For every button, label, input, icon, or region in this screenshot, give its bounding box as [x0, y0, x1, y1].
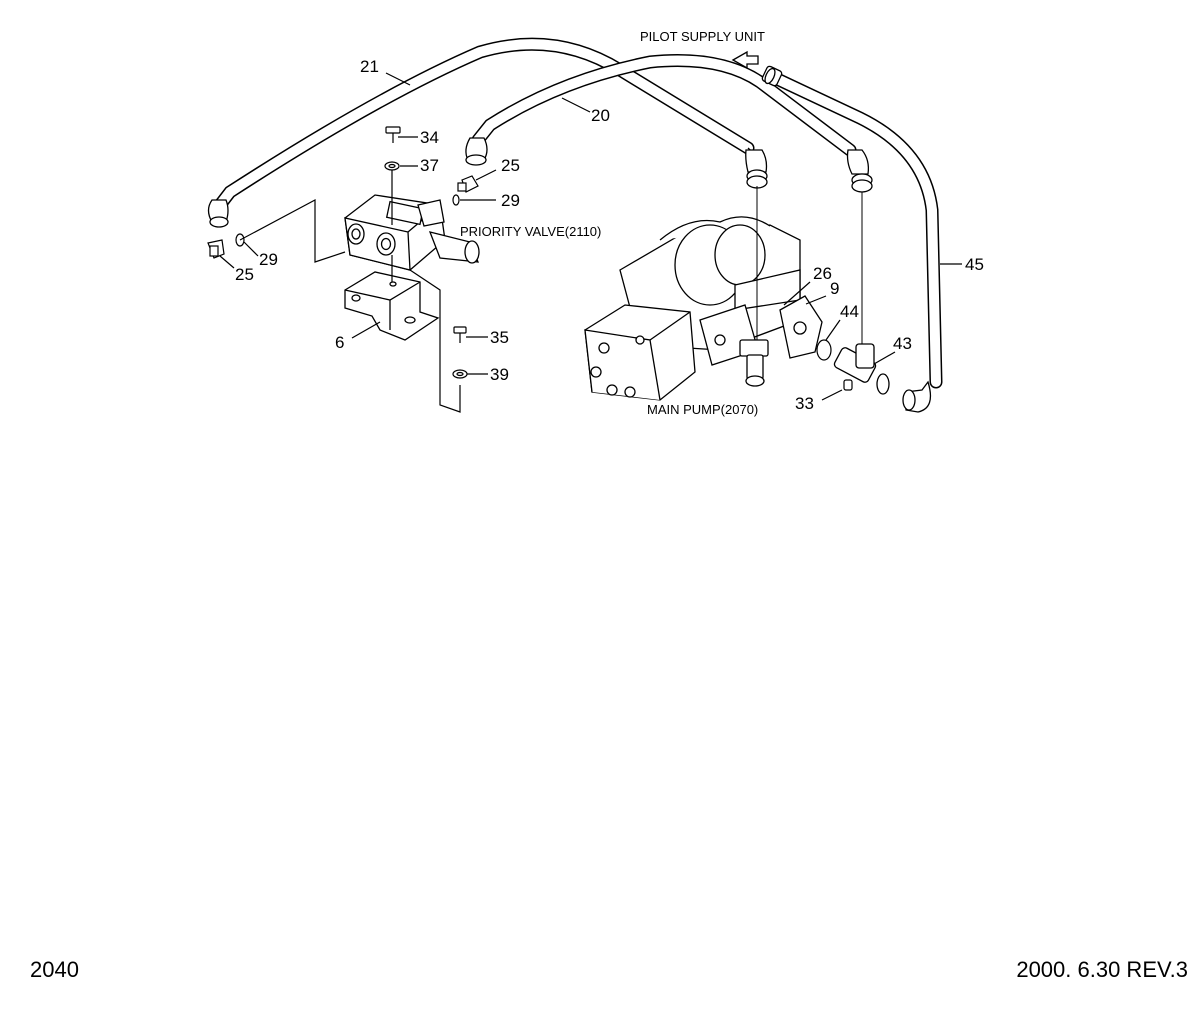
callout-44: 44: [840, 302, 859, 321]
callout-43: 43: [893, 334, 912, 353]
hose-fittings: [207, 65, 932, 413]
callout-29-left: 29: [259, 250, 278, 269]
priority-valve: [344, 194, 480, 271]
pilot-supply-arrow-icon: [731, 50, 759, 70]
bracket-6: [344, 271, 440, 341]
main-pump-label: MAIN PUMP(2070): [647, 402, 758, 417]
page-code: 2040: [30, 957, 79, 982]
callout-45: 45: [965, 255, 984, 274]
main-pump: [584, 186, 890, 401]
callout-34: 34: [420, 128, 439, 147]
callout-39: 39: [490, 365, 509, 384]
callout-37: 37: [420, 156, 439, 175]
callout-35: 35: [490, 328, 509, 347]
callout-25-upper: 25: [501, 156, 520, 175]
hose-45: [768, 71, 943, 389]
callout-25-left: 25: [235, 265, 254, 284]
callout-29-upper: 29: [501, 191, 520, 210]
callout-26: 26: [813, 264, 832, 283]
revision-date: 2000. 6.30 REV.3: [1016, 957, 1188, 982]
callout-20: 20: [591, 106, 610, 125]
callout-33: 33: [795, 394, 814, 413]
callout-21: 21: [360, 57, 379, 76]
hose-20: [471, 54, 857, 157]
pilot-supply-unit-label: PILOT SUPPLY UNIT: [640, 29, 765, 44]
priority-valve-label: PRIORITY VALVE(2110): [460, 224, 601, 239]
leader-lines: [219, 72, 962, 413]
callout-9: 9: [830, 279, 839, 298]
callout-6: 6: [335, 333, 344, 352]
